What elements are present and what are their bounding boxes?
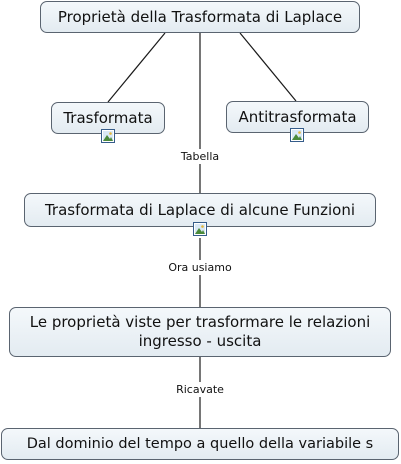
node-inverse[interactable]: Antitrasformata xyxy=(226,101,369,133)
image-attachment-icon[interactable] xyxy=(193,222,207,236)
link-label-tabella: Tabella xyxy=(177,149,223,164)
node-root[interactable]: Proprietà della Trasformata di Laplace xyxy=(40,1,360,33)
node-domain[interactable]: Dal dominio del tempo a quello della var… xyxy=(1,428,399,460)
node-root-label: Proprietà della Trasformata di Laplace xyxy=(57,7,343,26)
link-label-ora-usiamo: Ora usiamo xyxy=(165,260,235,275)
node-properties[interactable]: Le proprietà viste per trasformare le re… xyxy=(9,307,391,357)
node-table[interactable]: Trasformata di Laplace di alcune Funzion… xyxy=(24,193,376,227)
link-label-ricavate: Ricavate xyxy=(173,382,227,397)
node-properties-label: Le proprietà viste per trasformare le re… xyxy=(29,313,371,350)
node-inverse-label: Antitrasformata xyxy=(238,107,357,126)
node-table-label: Trasformata di Laplace di alcune Funzion… xyxy=(44,200,356,219)
image-attachment-icon[interactable] xyxy=(290,128,304,142)
node-domain-label: Dal dominio del tempo a quello della var… xyxy=(26,435,374,452)
node-transform[interactable]: Trasformata xyxy=(51,102,165,134)
link-root-transform xyxy=(107,32,166,103)
image-attachment-icon[interactable] xyxy=(101,129,115,143)
node-transform-label: Trasformata xyxy=(63,108,153,127)
link-root-inverse xyxy=(239,32,297,102)
